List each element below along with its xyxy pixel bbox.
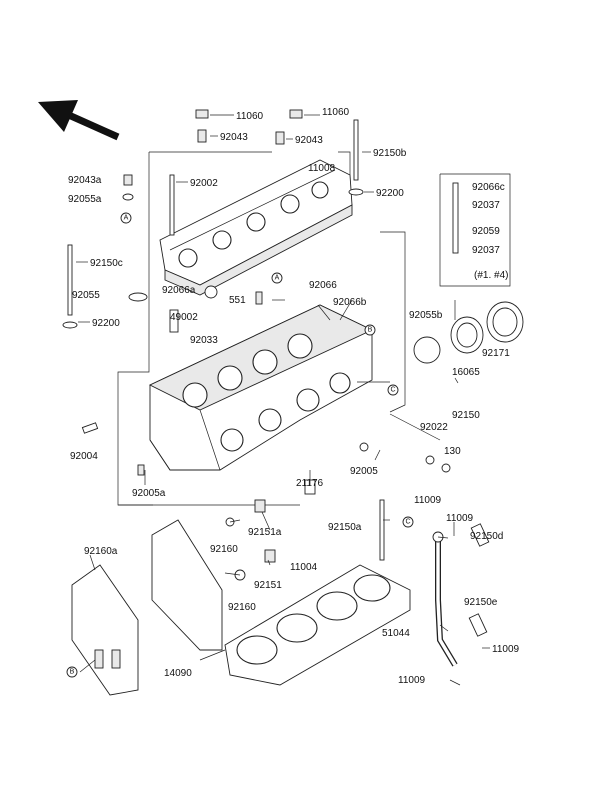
marker-a-icon: A: [120, 212, 132, 224]
cylinder-head-part: [148, 304, 374, 471]
part-label: 92004: [70, 451, 98, 462]
part-label: 92200: [376, 188, 404, 199]
assembly-outline: [117, 151, 511, 506]
part-label: 51044: [382, 628, 410, 639]
part-label: 11008: [308, 163, 336, 174]
part-label: 92150e: [464, 597, 498, 608]
part-label: 11009: [414, 495, 442, 506]
part-label: 92043: [295, 135, 323, 146]
part-label: 92037: [472, 200, 500, 211]
part-label: 92066b: [333, 297, 367, 308]
svg-text:A: A: [275, 275, 280, 282]
chain-cover-part: [71, 519, 223, 696]
part-label: 92037: [472, 245, 500, 256]
part-label: 11009: [446, 513, 474, 524]
oil-pipe-part: [432, 531, 458, 667]
part-label: 14090: [164, 668, 192, 679]
part-label: 92200: [92, 318, 120, 329]
part-label: 92150b: [373, 148, 407, 159]
front-direction-arrow-icon: [38, 100, 120, 141]
marker-c-icon: C: [387, 384, 399, 396]
part-label: 92160: [228, 602, 256, 613]
marker-b-icon: B: [66, 666, 78, 678]
part-label: 92033: [190, 335, 218, 346]
part-label: 92043a: [68, 175, 102, 186]
part-label: 92160: [210, 544, 238, 555]
part-label: 92151: [254, 580, 282, 591]
svg-text:C: C: [390, 387, 395, 394]
part-label: 16065: [452, 367, 480, 378]
part-label: 92151a: [248, 527, 282, 538]
part-label: 92055b: [409, 310, 443, 321]
part-label: 49002: [170, 312, 198, 323]
marker-b-icon: B: [364, 324, 376, 336]
part-label: 551: [229, 295, 246, 306]
part-label: 11060: [236, 111, 264, 122]
svg-text:C: C: [405, 519, 410, 526]
part-label: 92002: [190, 178, 218, 189]
part-label: 11060: [322, 107, 350, 118]
marker-a-icon: A: [271, 272, 283, 284]
part-label: 92055: [72, 290, 100, 301]
part-label: 92066a: [162, 285, 196, 296]
part-label: 92150a: [328, 522, 362, 533]
part-label: 92059: [472, 226, 500, 237]
fasteners: [62, 109, 490, 637]
camshaft-holder-part: [159, 159, 353, 296]
head-gasket-part: [224, 564, 411, 686]
part-label: 21176: [296, 478, 324, 489]
part-label: 130: [444, 446, 461, 457]
part-label: 92150: [452, 410, 480, 421]
holder-clamp-part: [413, 301, 524, 364]
part-label: 92066c: [472, 182, 505, 193]
marker-c-icon: C: [402, 516, 414, 528]
part-label: 92055a: [68, 194, 102, 205]
part-label: 11009: [398, 675, 426, 686]
part-label: 92043: [220, 132, 248, 143]
svg-text:B: B: [368, 327, 373, 334]
svg-text:B: B: [70, 669, 75, 676]
part-label: 92150c: [90, 258, 123, 269]
part-label: 11009: [492, 644, 520, 655]
svg-text:A: A: [124, 215, 129, 222]
part-label: 92150d: [470, 531, 503, 542]
part-label: 92005a: [132, 488, 166, 499]
part-label: 92160a: [84, 546, 118, 557]
part-label: 92066: [309, 280, 337, 291]
part-note: (#1. #4): [474, 270, 508, 281]
part-label: 92171: [482, 348, 510, 359]
part-label: 11004: [290, 562, 318, 573]
leader-lines: [76, 114, 490, 686]
part-label: 92022: [420, 422, 448, 433]
part-label: 92005: [350, 466, 378, 477]
